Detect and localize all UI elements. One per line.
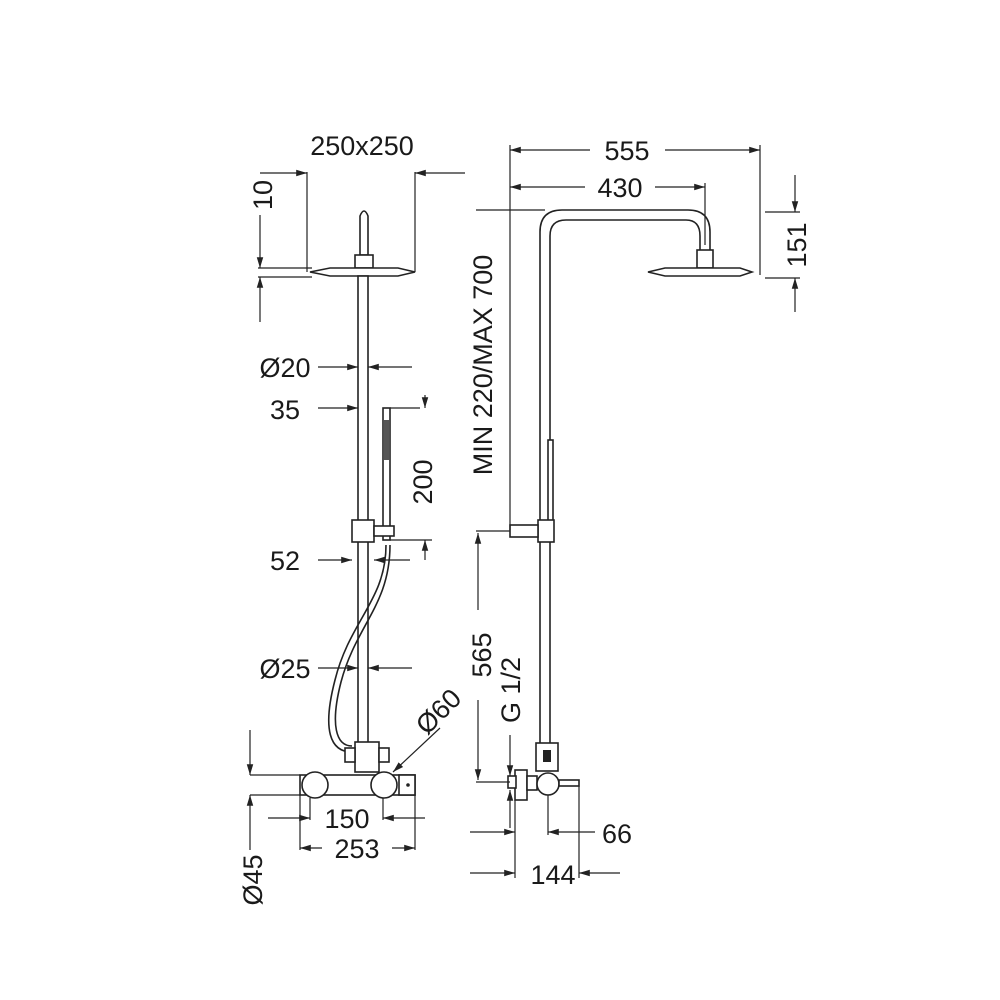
slider-clamp xyxy=(373,525,395,537)
rain-shower-head xyxy=(647,267,755,277)
dim-lower-pipe-diameter: Ø25 xyxy=(259,654,310,684)
head-nut xyxy=(354,254,374,269)
dim-inlet-thread: G 1/2 xyxy=(496,657,526,723)
hand-shower xyxy=(547,439,554,523)
dim-total-projection: 555 xyxy=(604,136,649,166)
front-view: 250x250 10 Ø20 35 200 52 Ø25 Ø60 xyxy=(238,131,467,906)
head-stem xyxy=(359,210,369,256)
dim-height-adjustment: MIN 220/MAX 700 xyxy=(468,255,498,476)
slider xyxy=(537,519,555,543)
dim-head-thickness: 10 xyxy=(248,180,278,210)
side-view: 555 430 151 MIN 220/MAX 700 565 G 1/2 66 xyxy=(467,136,812,890)
dim-upper-pipe-diameter: Ø20 xyxy=(259,353,310,383)
dim-bracket-height: 565 xyxy=(467,632,497,677)
dim-arm-length: 430 xyxy=(597,173,642,203)
riser-with-arm xyxy=(539,209,711,745)
mixer-body xyxy=(536,772,560,796)
mixer-outlet xyxy=(558,779,580,787)
dim-mixer-length: 253 xyxy=(334,834,379,864)
hand-shower xyxy=(382,407,391,541)
right-handle xyxy=(370,771,398,799)
dim-slider-width: 52 xyxy=(270,546,300,576)
dim-hand-shower-length: 200 xyxy=(408,459,438,504)
dim-head-drop: 151 xyxy=(782,222,812,267)
dim-mixer-depth: 144 xyxy=(530,860,575,890)
wall-bracket xyxy=(509,524,539,538)
hose xyxy=(327,544,387,753)
riser-pipe xyxy=(357,275,369,747)
diverter-connector xyxy=(354,741,380,773)
dim-head-size: 250x250 xyxy=(310,131,414,161)
dim-hand-shower-width: 35 xyxy=(270,395,300,425)
dim-mixer-diameter: Ø45 xyxy=(238,854,268,905)
hand-shower-nozzles xyxy=(384,420,389,460)
slider xyxy=(351,519,375,543)
head-nut xyxy=(696,249,714,269)
left-handle xyxy=(301,771,329,799)
dim-handle-spacing: 150 xyxy=(324,804,369,834)
dim-diverter-diameter: Ø60 xyxy=(410,683,467,740)
dim-outlet-offset: 66 xyxy=(602,819,632,849)
rain-shower-head xyxy=(309,267,416,277)
